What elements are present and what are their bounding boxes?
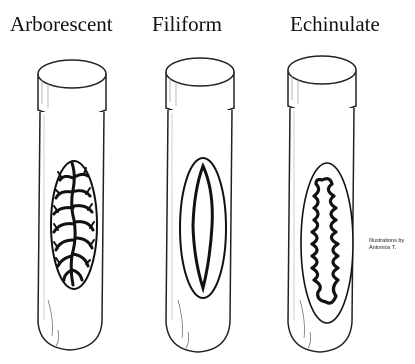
tube-filiform <box>166 58 234 352</box>
illustration-credit: Illustrations by Antonios T. <box>369 238 413 252</box>
credit-line-1: Illustrations by <box>369 238 413 245</box>
tube-arborescent <box>38 60 106 350</box>
credit-line-2: Antonios T. <box>369 245 413 252</box>
tube-echinulate <box>288 56 356 352</box>
